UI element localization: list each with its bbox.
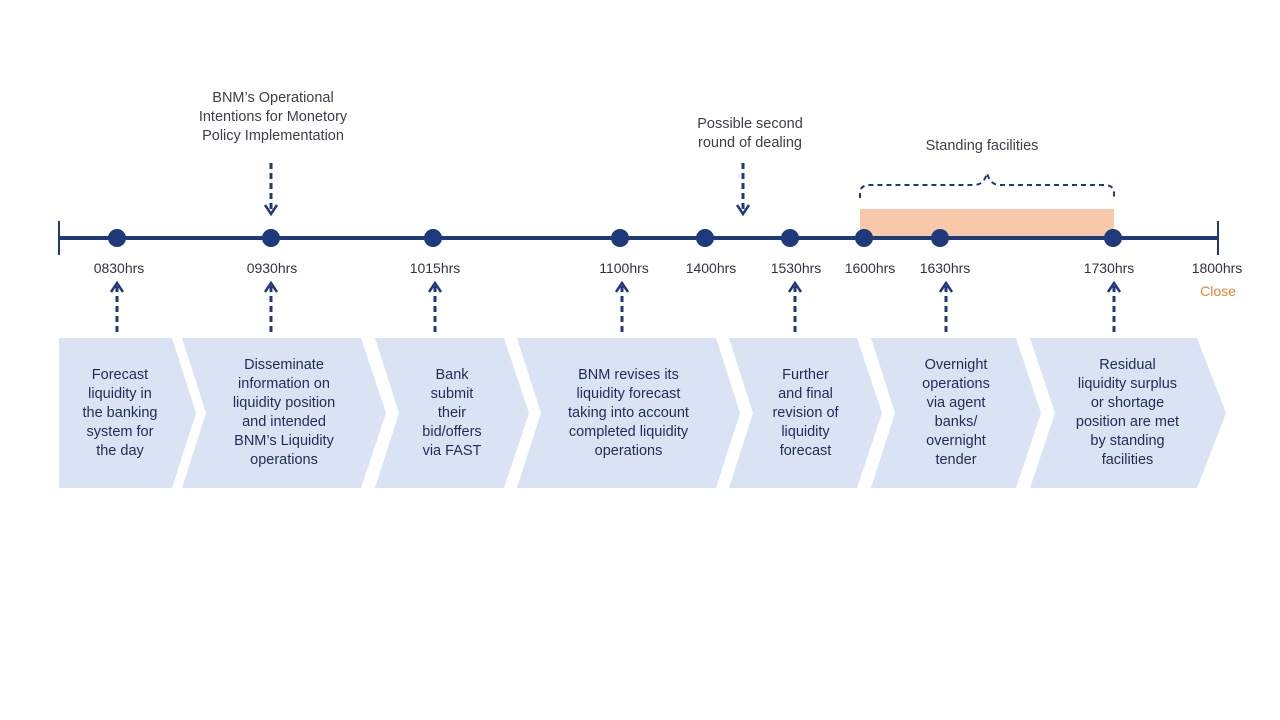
annotation-standing-facilities: Standing facilities xyxy=(925,138,1039,154)
step-box-7 xyxy=(1030,338,1226,488)
timeline-dot-1600 xyxy=(855,229,873,247)
up-arrow-step-4 xyxy=(614,280,630,336)
step-text-2: Disseminate information on liquidity pos… xyxy=(232,357,336,468)
step-text-5: Further and final revision of liquidity … xyxy=(772,366,839,459)
up-arrow-step-2 xyxy=(263,280,279,336)
step-box-5 xyxy=(729,338,882,488)
timeline-dot-1100 xyxy=(611,229,629,247)
step-text-4: BNM revises its liquidity forecast takin… xyxy=(568,366,689,459)
time-label-1530: 1530hrs xyxy=(770,260,822,276)
time-label-1015: 1015hrs xyxy=(409,260,461,276)
close-label: Close xyxy=(1200,283,1236,299)
time-label-0830: 0830hrs xyxy=(93,260,145,276)
time-label-1730: 1730hrs xyxy=(1083,260,1135,276)
up-arrow-step-3 xyxy=(427,280,443,336)
up-arrow-step-6 xyxy=(938,280,954,336)
timeline-dot-1400 xyxy=(696,229,714,247)
timeline-dot-1015 xyxy=(424,229,442,247)
down-arrow-bnm-operational xyxy=(263,163,279,217)
timeline-dot-1530 xyxy=(781,229,799,247)
step-text-3: Bank submit their bid/offers via FAST xyxy=(422,366,482,459)
time-label-1100: 1100hrs xyxy=(599,260,649,276)
standing-facilities-bar xyxy=(860,209,1114,238)
down-arrow-second-round xyxy=(735,163,751,217)
up-arrow-step-7 xyxy=(1106,280,1122,336)
time-label-1400: 1400hrs xyxy=(685,260,737,276)
time-label-0930: 0930hrs xyxy=(246,260,298,276)
up-arrow-step-1 xyxy=(109,280,125,336)
time-label-1630: 1630hrs xyxy=(919,260,971,276)
up-arrow-step-5 xyxy=(787,280,803,336)
step-text-1: Forecast liquidity in the banking system… xyxy=(82,366,158,459)
step-box-2 xyxy=(182,338,386,488)
step-box-4 xyxy=(517,338,740,488)
standing-facilities-brace xyxy=(859,172,1115,198)
step-text-7: Residual liquidity surplus or shortage p… xyxy=(1075,357,1180,468)
step-text-6: Overnight operations via agent banks/ ov… xyxy=(922,357,990,468)
time-label-1800: 1800hrs xyxy=(1191,260,1243,276)
timeline-dot-1630 xyxy=(931,229,949,247)
step-box-6 xyxy=(871,338,1041,488)
time-label-1600: 1600hrs xyxy=(844,260,896,276)
annotation-bnm-operational: BNM’s Operational Intentions for Monetor… xyxy=(198,90,348,144)
timeline-dot-1730 xyxy=(1104,229,1122,247)
step-box-3 xyxy=(375,338,529,488)
annotation-second-round: Possible second round of dealing xyxy=(697,116,803,151)
timeline-dot-0830 xyxy=(108,229,126,247)
step-box-1 xyxy=(59,338,196,488)
timeline-dot-0930 xyxy=(262,229,280,247)
